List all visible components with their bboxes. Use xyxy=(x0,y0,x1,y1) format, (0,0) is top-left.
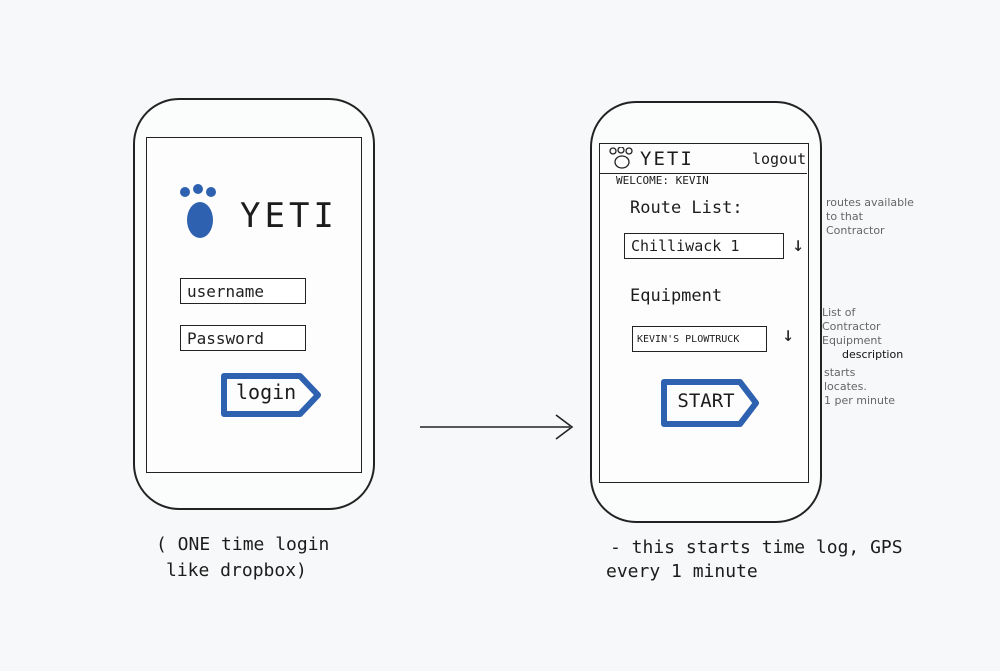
equipment-note: List of Contractor Equipment description xyxy=(822,306,903,362)
note-line: to that xyxy=(826,210,863,223)
login-brand-title: YETI xyxy=(240,196,338,236)
flow-arrow-icon xyxy=(420,414,574,440)
note-line: description xyxy=(842,348,904,361)
start-caption-line-1: - this starts time log, GPS xyxy=(610,537,903,558)
equipment-label: Equipment xyxy=(630,286,723,306)
app-header-bar xyxy=(600,143,807,174)
password-field[interactable]: Password xyxy=(180,325,306,351)
note-line: routes available xyxy=(826,196,914,209)
header-brand-title: YETI xyxy=(640,148,694,170)
route-dropdown-arrow-icon[interactable]: ↓ xyxy=(792,232,805,256)
note-line: starts xyxy=(824,366,856,379)
login-caption-line-2: like dropbox) xyxy=(166,560,307,581)
start-button[interactable]: START xyxy=(677,390,735,412)
route-select[interactable]: Chilliwack 1 xyxy=(624,233,784,259)
note-line: Contractor xyxy=(822,320,881,333)
note-line: Equipment xyxy=(822,334,882,347)
paw-logo-icon xyxy=(180,184,216,238)
start-caption-line-2: every 1 minute xyxy=(606,561,758,582)
equipment-dropdown-arrow-icon[interactable]: ↓ xyxy=(782,322,795,346)
start-button-shape xyxy=(661,379,759,427)
note-line: Contractor xyxy=(826,224,885,237)
note-line: locates. xyxy=(824,380,867,393)
login-caption-line-1: ( ONE time login xyxy=(156,534,330,555)
route-list-label: Route List: xyxy=(630,198,743,218)
login-button-shape xyxy=(221,373,321,417)
routes-note: routes available to that Contractor xyxy=(826,196,914,238)
logout-link[interactable]: logout xyxy=(752,150,807,168)
welcome-text: WELCOME: KEVIN xyxy=(616,174,709,187)
main-screen xyxy=(599,143,809,483)
note-line: 1 per minute xyxy=(824,394,896,407)
equipment-select[interactable]: KEVIN'S PLOWTRUCK xyxy=(632,326,767,352)
login-button[interactable]: login xyxy=(236,380,297,404)
note-line: List of xyxy=(822,306,856,319)
header-paw-icon xyxy=(609,147,633,169)
start-note: starts locates. 1 per minute xyxy=(824,366,895,408)
username-field[interactable]: username xyxy=(180,278,306,304)
